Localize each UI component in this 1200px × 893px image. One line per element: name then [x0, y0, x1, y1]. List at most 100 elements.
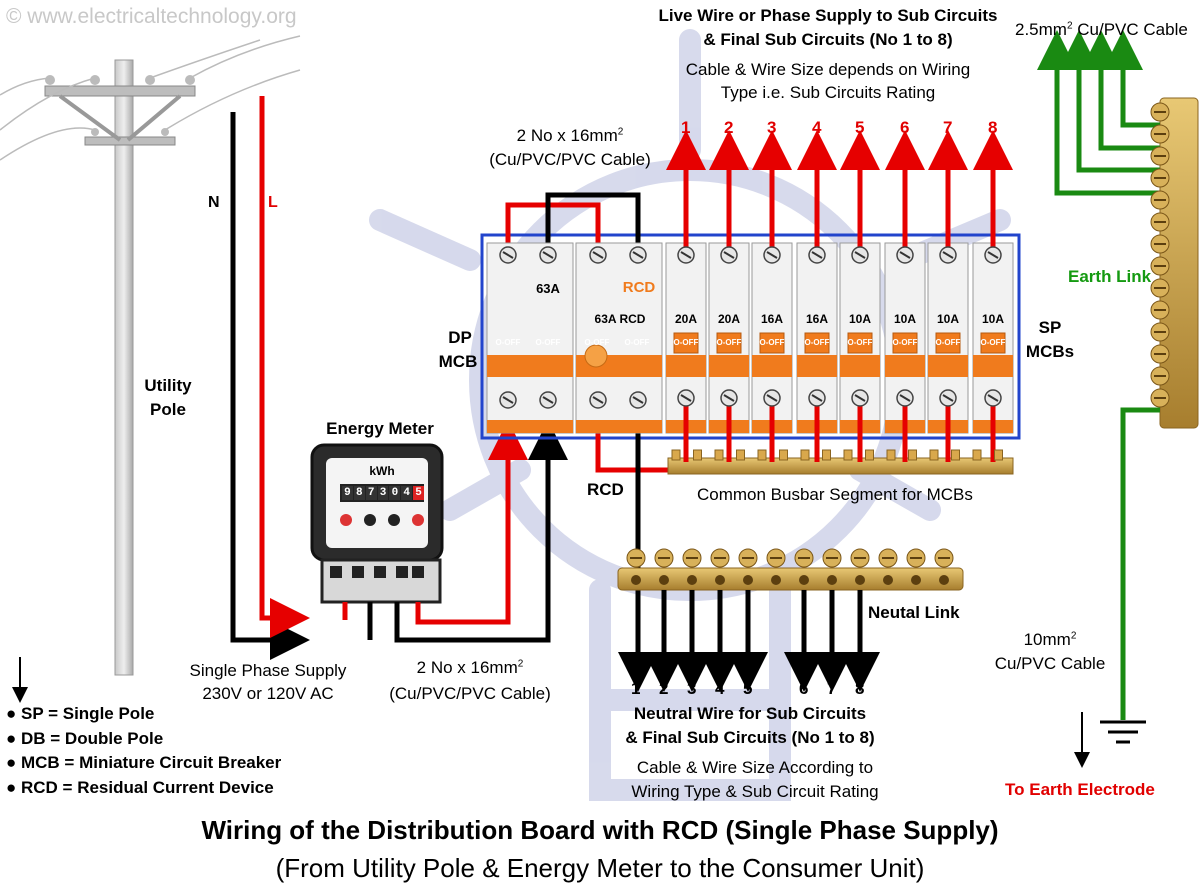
mcb-handle-icon	[673, 332, 699, 354]
mcb-off-label: O-OFF	[624, 338, 650, 347]
utility-pole-line2: Pole	[150, 400, 186, 419]
neutral-link-hole	[715, 575, 725, 585]
screw-slot	[680, 251, 692, 259]
mcb-off-label: O-OFF	[892, 338, 918, 347]
energy-meter-unit: kWh	[369, 464, 395, 478]
screw-slot	[632, 396, 644, 404]
earth-10mm-type: Cu/PVC Cable	[994, 654, 1106, 673]
rcd-test-button-icon	[584, 344, 608, 368]
dp-mcb-line2: MCB	[438, 352, 478, 371]
screw-slot	[987, 251, 999, 259]
neutral-circuit-number: 2	[659, 679, 669, 698]
screw-slot	[542, 396, 554, 404]
screw-slot	[592, 251, 604, 259]
mcb-handle-icon	[980, 332, 1006, 354]
neutral-n-label: N	[208, 194, 220, 211]
top-cable-label: 2 No x 16mm2	[516, 126, 624, 145]
live-l-label: L	[268, 194, 278, 211]
busbar-tooth	[714, 449, 724, 461]
legend-item: ● RCD = Residual Current Device	[6, 777, 274, 797]
mcb-off-label: O-OFF	[495, 338, 521, 347]
mcb-handle-icon	[759, 332, 785, 354]
busbar-tooth	[779, 449, 788, 461]
screw-slot	[811, 251, 823, 259]
screw-slot	[942, 394, 954, 402]
screw-slot	[680, 394, 692, 402]
screw-slot	[592, 396, 604, 404]
live-circuit-number: 3	[767, 118, 777, 137]
mcb-off-label: O-OFF	[980, 338, 1006, 347]
neutral-link-label: Neutal Link	[868, 603, 960, 622]
neutral-link-hole	[883, 575, 893, 585]
mcb-off-label: O-OFF	[584, 338, 610, 347]
neutral-link-bar-icon	[617, 567, 964, 591]
screw-slot	[854, 251, 866, 259]
rcd-rating: 63A RCD	[594, 312, 646, 326]
sp-mcbs-line2: MCBs	[1025, 342, 1075, 361]
live-note-line1: Cable & Wire Size depends on Wiring	[685, 60, 971, 79]
enclosure-outline	[480, 233, 1021, 440]
neutral-link-hole	[855, 575, 865, 585]
neutral-link-hole	[939, 575, 949, 585]
live-circuit-number: 1	[681, 118, 691, 137]
mcb-handle-icon	[804, 332, 830, 354]
breaker-orange-band	[487, 355, 573, 377]
busbar-tooth	[843, 449, 853, 461]
neutral-circuit-number: 8	[855, 679, 865, 698]
breaker-orange-band	[797, 355, 837, 377]
busbar-tooth	[908, 449, 917, 461]
energy-meter-title: Energy Meter	[326, 419, 434, 438]
busbar-tooth	[886, 449, 896, 461]
meter-digit: 3	[377, 486, 389, 500]
legend-item: ● SP = Single Pole	[6, 704, 155, 723]
mcb-handle-icon	[935, 332, 961, 354]
live-circuit-number: 4	[812, 118, 822, 137]
earth-cable-label: 2.5mm2 Cu/PVC Cable	[1015, 20, 1188, 39]
neutral-note-line1: Cable & Wire Size According to	[636, 758, 874, 777]
live-heading-line1: Live Wire or Phase Supply to Sub Circuit…	[658, 6, 998, 25]
mcb-off-label: O-OFF	[804, 338, 830, 347]
mcb-off-label: O-OFF	[673, 338, 699, 347]
meter-cable-type: (Cu/PVC/PVC Cable)	[389, 684, 551, 703]
mcb-off-label: O-OFF	[847, 338, 873, 347]
mcb-handle-icon	[716, 332, 742, 354]
neutral-link-hole	[687, 575, 697, 585]
meter-digit: 0	[389, 486, 401, 500]
legend-item: ● DB = Double Pole	[6, 728, 164, 748]
breaker-orange-band	[752, 355, 792, 377]
neutral-heading-line2: & Final Sub Circuits (No 1 to 8)	[625, 728, 875, 747]
neutral-circuit-number: 6	[799, 679, 809, 698]
live-note-line2: Type i.e. Sub Circuits Rating	[720, 83, 936, 102]
utility-pole-line1: Utility	[144, 376, 192, 395]
top-cable-type: (Cu/PVC/PVC Cable)	[489, 150, 651, 169]
busbar-tooth	[693, 449, 702, 461]
meter-digit: 7	[365, 486, 377, 500]
mcb-rating-label: 20A	[674, 312, 697, 326]
screw-slot	[942, 251, 954, 259]
breaker-orange-band	[666, 355, 706, 377]
neutral-link-hole	[827, 575, 837, 585]
neutral-link-hole	[771, 575, 781, 585]
sp-mcbs-line1: SP	[1038, 318, 1062, 337]
screw-slot	[542, 251, 554, 259]
mcb-rating-label: 16A	[805, 312, 828, 326]
screw-slot	[766, 394, 778, 402]
live-heading-line2: & Final Sub Circuits (No 1 to 8)	[703, 30, 953, 49]
busbar-tooth	[929, 449, 939, 461]
live-circuit-number: 7	[943, 118, 953, 137]
rcd-label: RCD	[587, 480, 624, 499]
busbar-tooth	[671, 449, 681, 461]
mcb-rating-label: 10A	[848, 312, 871, 326]
live-circuit-number: 6	[900, 118, 910, 137]
neutral-link-hole	[911, 575, 921, 585]
energy-meter-icon	[310, 443, 444, 604]
rcd-top-label: RCD	[622, 279, 656, 296]
neutral-circuit-number: 3	[687, 679, 697, 698]
screw-slot	[632, 251, 644, 259]
mcb-off-label: O-OFF	[759, 338, 785, 347]
busbar-tooth	[951, 449, 960, 461]
breaker-orange-band	[885, 355, 925, 377]
mcb-handle-icon	[847, 332, 873, 354]
neutral-circuit-number: 5	[743, 679, 753, 698]
